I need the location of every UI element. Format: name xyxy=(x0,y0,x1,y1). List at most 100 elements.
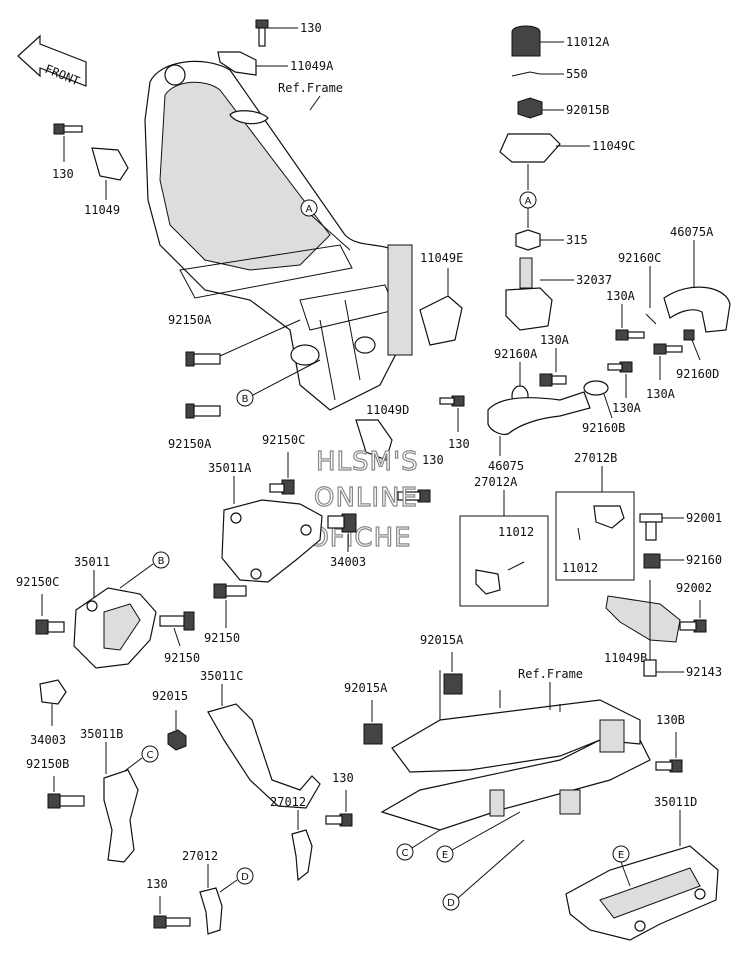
label-92002: 92002 xyxy=(676,581,712,595)
part-130-mid2: 130 xyxy=(397,453,444,503)
label-92160C: 92160C xyxy=(618,251,661,265)
label-11049B: 11049B xyxy=(604,651,647,665)
part-130A-1: 130A xyxy=(606,289,645,341)
part-92150A-2: 92150A xyxy=(168,403,221,451)
svg-text:A: A xyxy=(306,204,313,215)
part-46075: 46075 xyxy=(487,391,591,473)
main-frame: Ref.Frame xyxy=(144,60,413,411)
part-130B: 130B xyxy=(655,713,685,773)
part-92160B: 92160B xyxy=(582,380,625,435)
label-130A-4: 130A xyxy=(612,401,642,415)
sub-frame: Ref.Frame xyxy=(380,667,651,831)
part-92015B: 92015B xyxy=(517,97,609,119)
front-arrow: FRONT xyxy=(17,34,87,88)
label-92143: 92143 xyxy=(686,665,722,679)
part-92160D: 92160D xyxy=(676,329,719,381)
svg-text:E: E xyxy=(442,850,448,861)
label-35011: 35011 xyxy=(74,555,110,569)
part-35011C: 35011C xyxy=(200,669,321,809)
callout-D-left: D xyxy=(219,867,254,893)
part-315: 315 xyxy=(515,229,588,251)
part-92015A-2: 92015A xyxy=(344,681,388,745)
label-35011A: 35011A xyxy=(208,461,252,475)
part-92150B: 92150B xyxy=(26,757,85,809)
svg-text:C: C xyxy=(147,750,154,761)
part-11049D: 11049D xyxy=(355,403,409,461)
label-92160A: 92160A xyxy=(494,347,538,361)
part-92150-2: 92150 xyxy=(159,611,200,665)
part-92150C-2: 92150C xyxy=(16,575,65,635)
part-92160: 92160 xyxy=(643,553,722,569)
label-11049C: 11049C xyxy=(592,139,635,153)
label-130-left: 130 xyxy=(52,167,74,181)
svg-text:C: C xyxy=(402,848,409,859)
callout-D-bottom: D xyxy=(442,839,525,911)
callout-C-left: C xyxy=(117,745,159,777)
label-27012-1: 27012 xyxy=(270,795,306,809)
part-11049E: 11049E xyxy=(419,251,463,346)
label-ref-frame-top: Ref.Frame xyxy=(278,81,343,95)
label-46075A: 46075A xyxy=(670,225,714,239)
part-130A-3: 130A xyxy=(539,333,570,387)
part-550: 550 xyxy=(511,67,588,81)
part-130-mid1: 130 xyxy=(439,395,470,451)
part-92002: 92002 xyxy=(676,581,712,633)
label-35011D: 35011D xyxy=(654,795,697,809)
part-35011B: 35011B xyxy=(80,727,139,863)
label-130A-2: 130A xyxy=(646,387,676,401)
label-35011C: 35011C xyxy=(200,669,243,683)
part-27012-2: 27012 xyxy=(182,849,223,935)
label-92150C-2: 92150C xyxy=(16,575,59,589)
label-27012A: 27012A xyxy=(474,475,518,489)
label-92001: 92001 xyxy=(686,511,722,525)
label-315: 315 xyxy=(566,233,588,247)
svg-text:D: D xyxy=(241,872,249,883)
label-550: 550 xyxy=(566,67,588,81)
part-92143: 92143 xyxy=(643,580,722,679)
part-92015: 92015 xyxy=(152,689,188,751)
label-92015B: 92015B xyxy=(566,103,609,117)
svg-text:B: B xyxy=(242,394,249,405)
part-92160C: 92160C xyxy=(618,251,661,325)
part-35011D: 35011D xyxy=(565,795,719,941)
label-130-bottom: 130 xyxy=(146,877,168,891)
label-35011B: 35011B xyxy=(80,727,123,741)
callout-B-left: B xyxy=(119,551,170,589)
box-27012B: 27012B 11012 xyxy=(555,451,635,581)
callout-E-bottom: E xyxy=(436,811,521,863)
label-11012A: 11012A xyxy=(566,35,610,49)
label-92015A-2: 92015A xyxy=(344,681,388,695)
label-92160D: 92160D xyxy=(676,367,719,381)
part-35011: 35011 xyxy=(73,555,157,669)
label-130-mid1: 130 xyxy=(448,437,470,451)
part-27012-1: 27012 xyxy=(270,795,313,882)
part-32037: 32037 xyxy=(505,257,612,331)
label-11012-1: 11012 xyxy=(498,525,534,539)
label-27012B: 27012B xyxy=(574,451,617,465)
label-11049A: 11049A xyxy=(290,59,334,73)
label-92015A-1: 92015A xyxy=(420,633,464,647)
label-92015: 92015 xyxy=(152,689,188,703)
part-92150C-1: 92150C xyxy=(262,433,305,495)
label-130A-3: 130A xyxy=(540,333,570,347)
label-34003-2: 34003 xyxy=(30,733,66,747)
part-130A-2: 130A xyxy=(646,343,683,401)
watermark-line2: ONLINE xyxy=(314,483,418,513)
label-92150-1: 92150 xyxy=(204,631,240,645)
callout-B-frame: B xyxy=(236,359,321,407)
label-11049D: 11049D xyxy=(366,403,409,417)
part-46075A: 46075A xyxy=(663,225,731,333)
label-130B: 130B xyxy=(656,713,685,727)
part-11049B: 11049B xyxy=(604,595,681,665)
label-34003-1: 34003 xyxy=(330,555,366,569)
part-92150A-1: 92150A xyxy=(168,313,301,367)
part-130-top: 130 xyxy=(255,19,322,47)
label-ref-frame-bottom: Ref.Frame xyxy=(518,667,583,681)
part-130-left: 130 xyxy=(52,123,83,181)
callout-C-bottom: C xyxy=(396,829,441,861)
svg-text:B: B xyxy=(158,556,165,567)
callout-E-right: E xyxy=(612,845,631,887)
watermark-line1: HLSM'S xyxy=(316,447,419,477)
part-92015A-1: 92015A xyxy=(420,633,464,695)
